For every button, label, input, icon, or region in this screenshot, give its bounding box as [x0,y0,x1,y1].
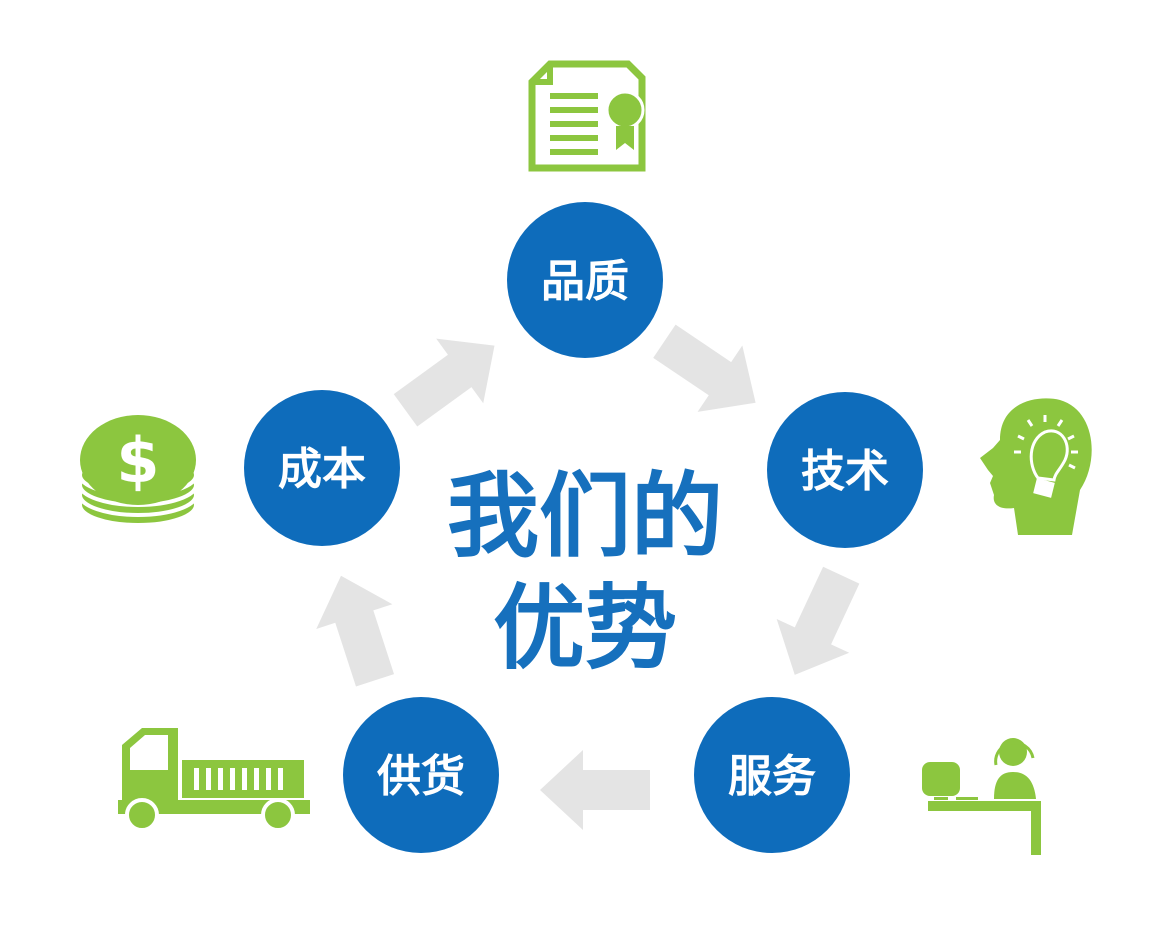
svg-text:$: $ [116,424,159,497]
customer-service-agent-icon [922,738,1041,855]
node-label: 成本 [278,444,366,495]
node-label: 技术 [801,446,889,497]
node-cost: 成本 [244,390,400,546]
arrow-technology-to-service [758,558,878,692]
node-supply: 供货 [343,697,499,853]
coins-dollar-icon: $ [78,415,198,527]
node-label: 服务 [728,751,816,802]
arrow-cost-to-quality [381,313,519,443]
node-label: 品质 [541,256,629,307]
center-title-line2: 优势 [493,575,677,682]
node-quality: 品质 [507,202,663,358]
truck-icon [118,728,310,832]
arrow-service-to-supply [540,750,650,830]
node-label: 供货 [377,751,465,802]
node-technology: 技术 [767,392,923,548]
head-lightbulb-icon [980,398,1092,535]
center-title-line1: 我们的 [447,463,723,570]
node-service: 服务 [694,697,850,853]
certificate-icon [528,60,646,172]
arrow-quality-to-technology [642,308,778,436]
arrow-supply-to-cost [302,563,414,693]
